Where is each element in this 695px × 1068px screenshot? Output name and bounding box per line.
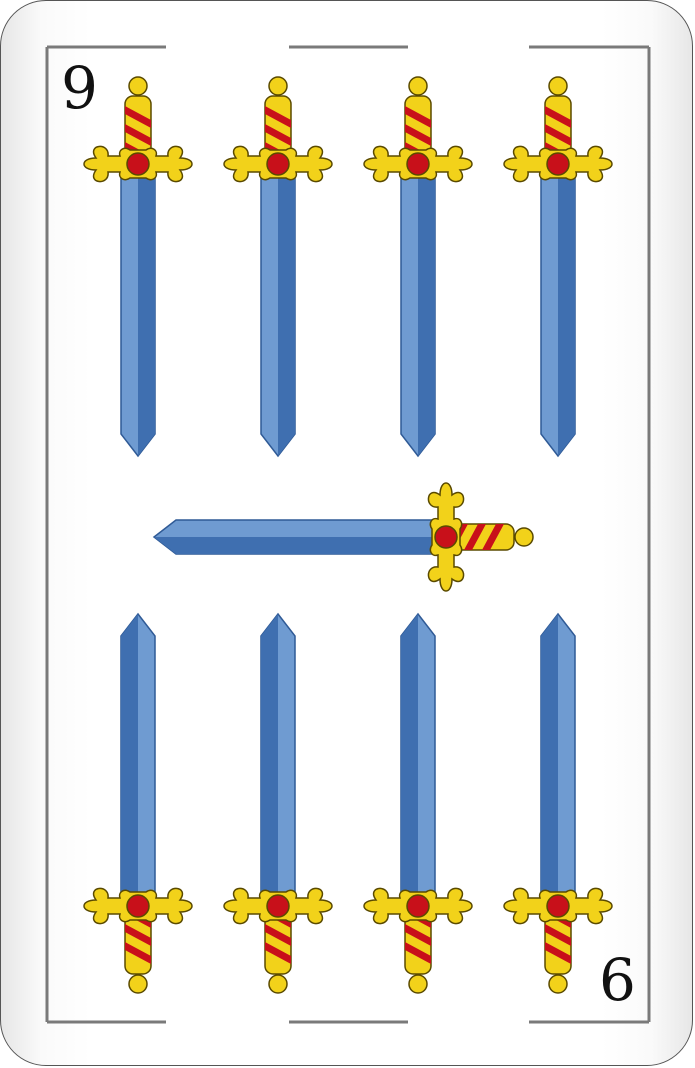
sword-icon (363, 76, 473, 457)
sword-icon (83, 76, 193, 457)
sword-icon (83, 613, 193, 994)
sword-icon (223, 613, 333, 994)
sword-icon (363, 613, 473, 994)
rank-bottom-right: 6 (599, 946, 636, 1014)
sword-icon (503, 613, 613, 994)
sword-icon (503, 76, 613, 457)
sword-icon (223, 76, 333, 457)
rank-top-left: 9 (61, 54, 98, 122)
sword-icon (153, 482, 534, 592)
